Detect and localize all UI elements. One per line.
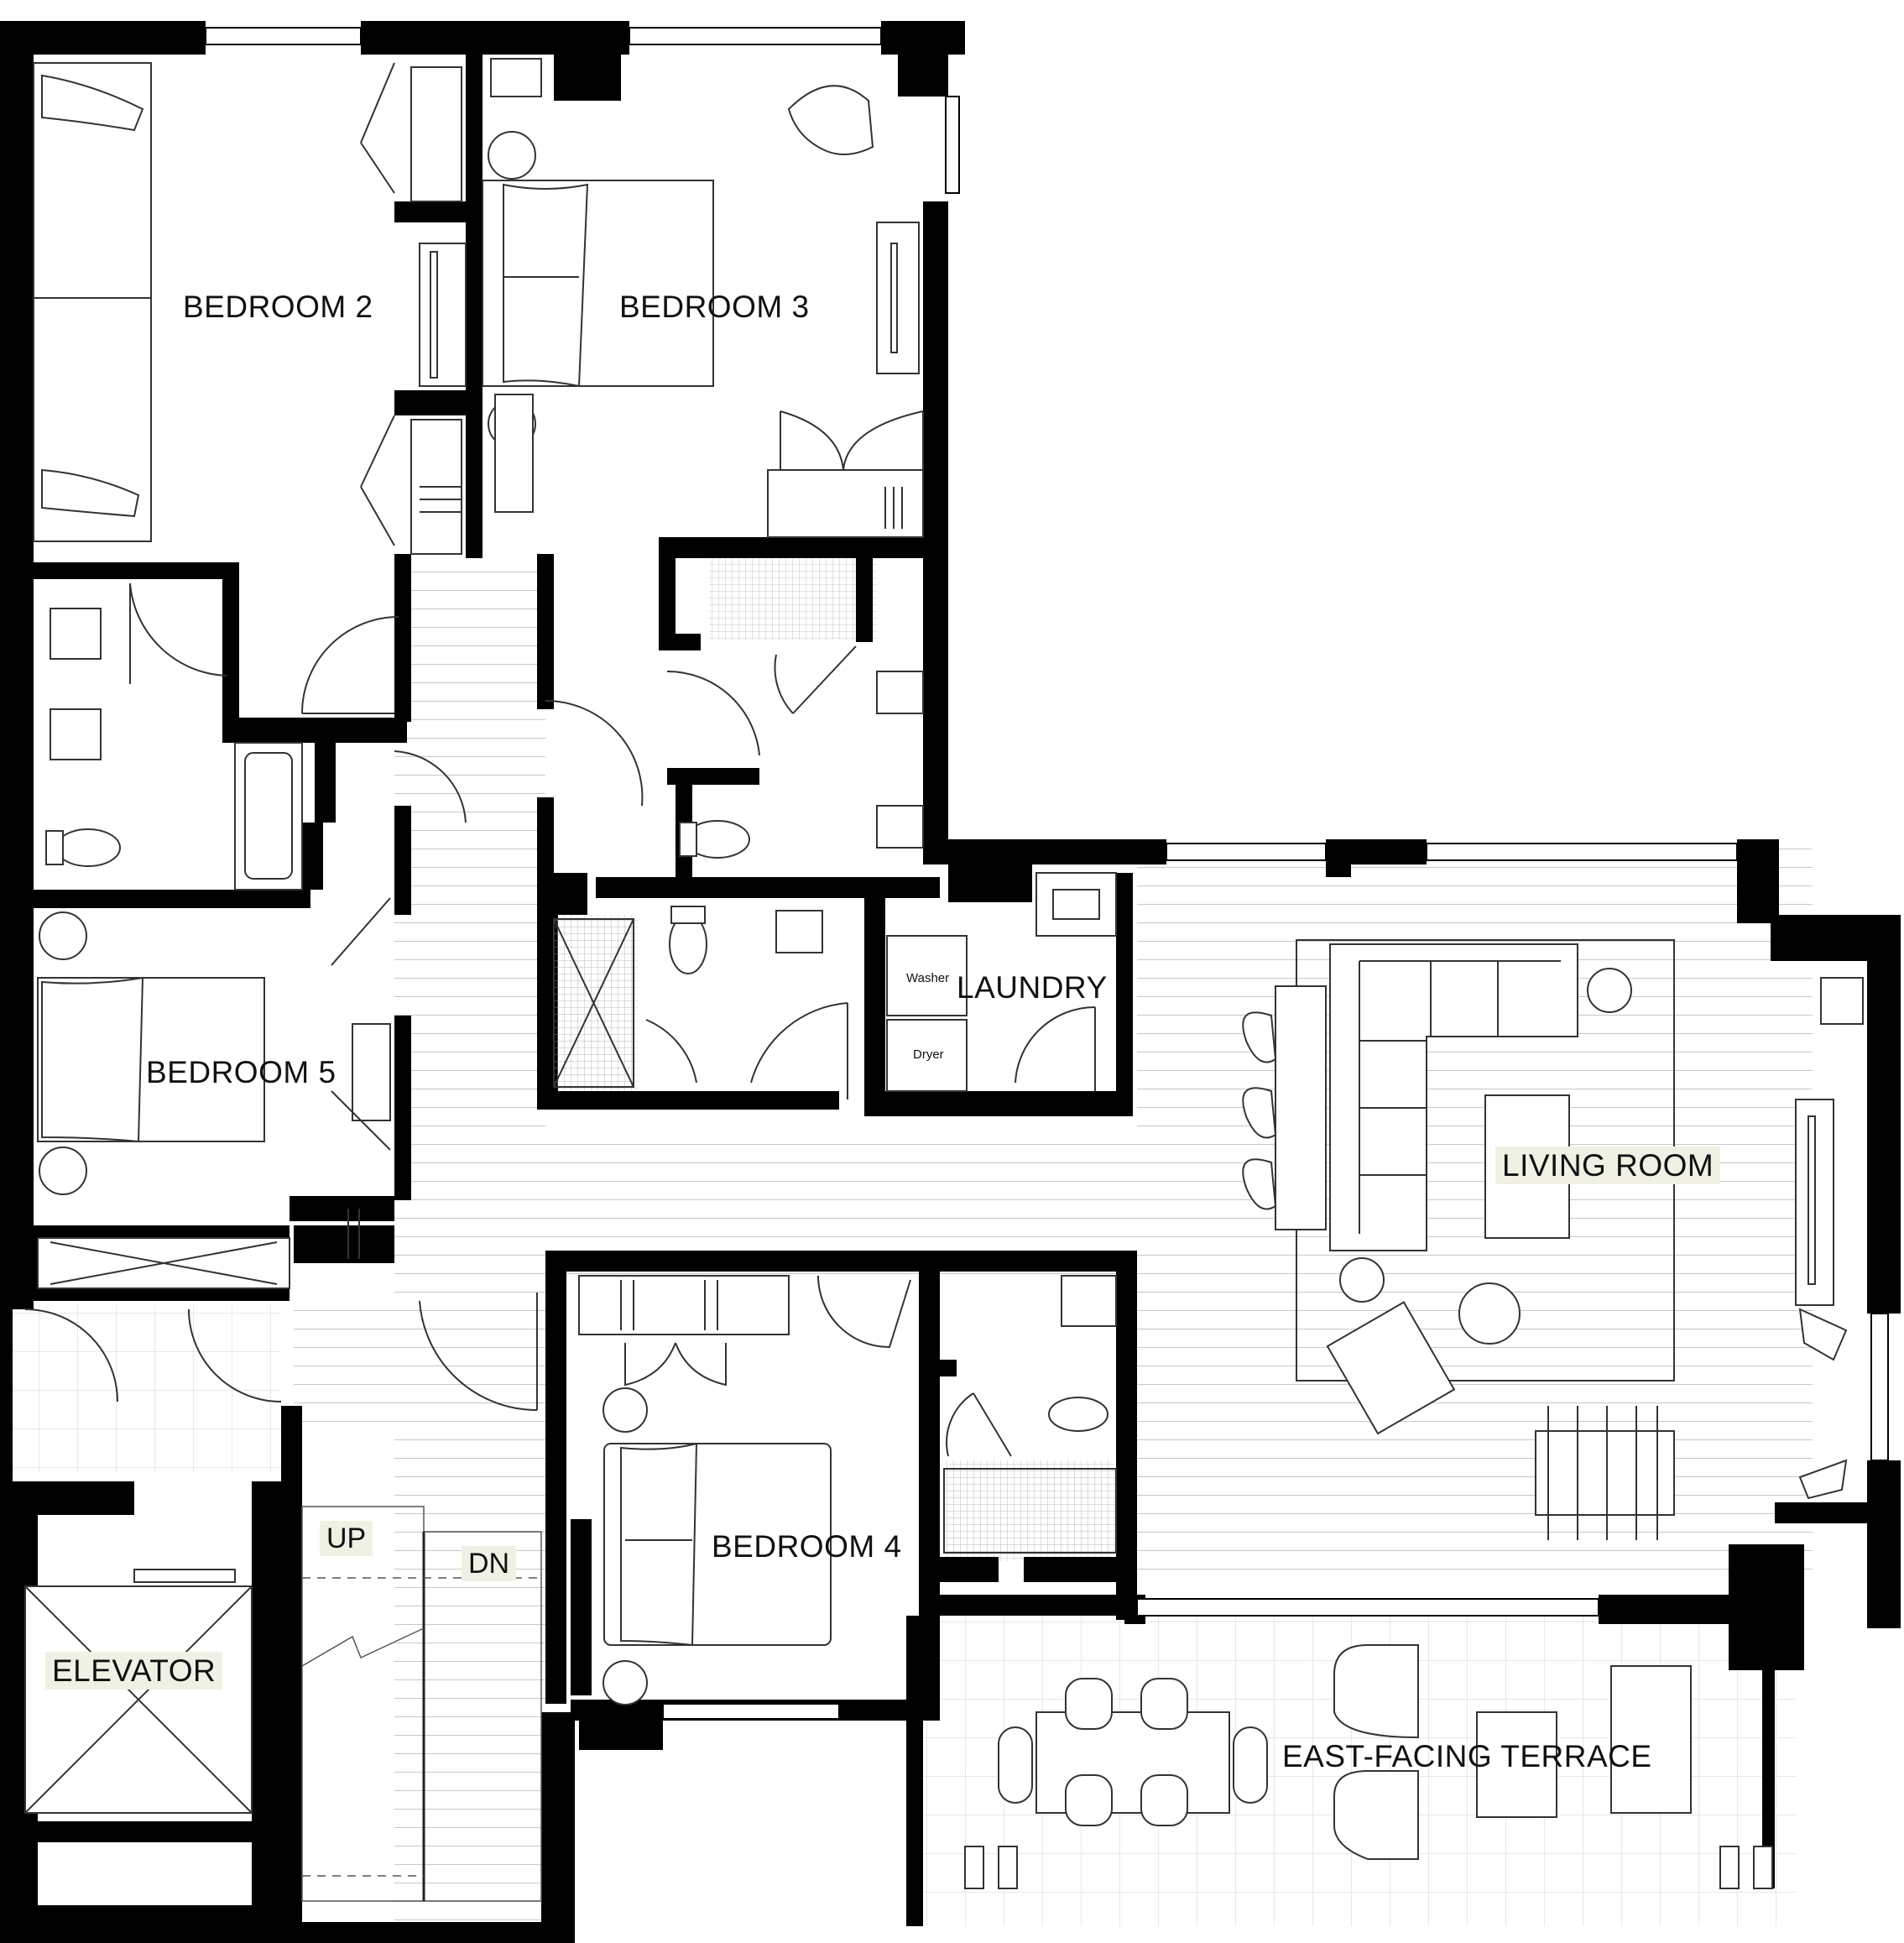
bedroom4-furnishings	[578, 1275, 1117, 1705]
windows	[205, 27, 1889, 1720]
room-label-elevator: ELEVATOR	[45, 1652, 223, 1690]
terrace-furnishings	[964, 1644, 1773, 1889]
room-label-laundry: LAUNDRY	[957, 970, 1108, 1005]
room-label-bedroom2: BEDROOM 2	[183, 290, 373, 324]
room-label-living: LIVING ROOM	[1495, 1146, 1721, 1184]
bedroom2-furnishings	[33, 62, 467, 555]
stair-label-up: UP	[320, 1521, 373, 1556]
room-label-bedroom4: BEDROOM 4	[712, 1529, 902, 1564]
room-label-bedroom3: BEDROOM 3	[619, 290, 810, 324]
elevator-shaft	[24, 1569, 253, 1814]
walls	[0, 21, 1901, 1943]
bedroom3-furnishings	[482, 58, 924, 538]
room-label-terrace: EAST-FACING TERRACE	[1282, 1739, 1652, 1773]
stair-label-down: DN	[462, 1546, 517, 1581]
bath-bedroom3	[666, 645, 924, 859]
bath-bedroom2	[45, 582, 303, 891]
appliance-label-washer: Washer	[906, 971, 950, 985]
bedroom5-furnishings	[37, 897, 391, 1289]
room-label-bedroom5: BEDROOM 5	[146, 1055, 336, 1089]
living-furnishings	[1242, 939, 1864, 1540]
laundry-fixtures	[886, 872, 1117, 1092]
appliance-label-dryer: Dryer	[913, 1047, 944, 1062]
hall-doors	[24, 616, 644, 1412]
bath-hall	[553, 906, 848, 1099]
